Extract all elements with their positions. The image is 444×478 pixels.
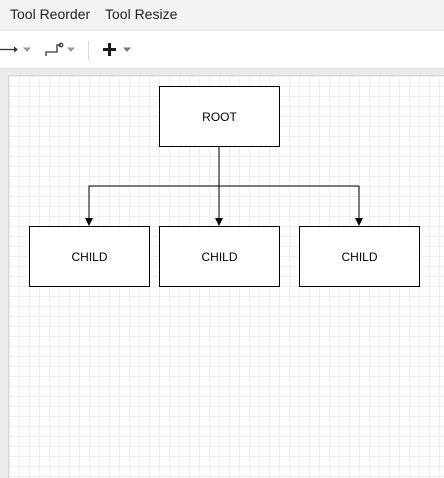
edge-root-child-3[interactable] — [218, 146, 363, 226]
node-child-3[interactable]: CHILD — [299, 226, 420, 287]
diagram-canvas[interactable]: ROOT CHILD CHILD CHILD — [8, 75, 444, 478]
chevron-down-icon — [23, 47, 31, 52]
node-child-label: CHILD — [341, 249, 378, 264]
arrowhead-icon — [215, 218, 223, 226]
node-child-label: CHILD — [201, 249, 238, 264]
arrowhead-icon — [85, 218, 93, 226]
toolbar-separator — [88, 41, 89, 60]
waypoint-style-button[interactable] — [42, 31, 78, 68]
node-child-2[interactable]: CHILD — [159, 226, 280, 287]
arrowhead-icon — [355, 218, 363, 226]
edge-root-child-2[interactable] — [215, 146, 223, 226]
toolbar — [0, 30, 444, 69]
chevron-down-icon — [67, 47, 75, 52]
node-child-1[interactable]: CHILD — [29, 226, 150, 287]
menubar: Tool Reorder Tool Resize — [0, 0, 444, 30]
menu-tool-resize[interactable]: Tool Resize — [105, 6, 178, 22]
node-root-label: ROOT — [202, 109, 237, 124]
connection-style-button[interactable] — [0, 31, 34, 68]
connection-arrow-icon — [0, 46, 31, 53]
insert-button[interactable] — [100, 31, 136, 68]
insert-plus-icon — [103, 43, 131, 56]
node-root[interactable]: ROOT — [159, 86, 280, 147]
waypoint-elbow-icon — [45, 42, 75, 56]
chevron-down-icon — [123, 47, 131, 52]
menu-tool-reorder[interactable]: Tool Reorder — [10, 6, 91, 22]
edge-root-child-1[interactable] — [85, 146, 220, 226]
node-child-label: CHILD — [71, 249, 108, 264]
